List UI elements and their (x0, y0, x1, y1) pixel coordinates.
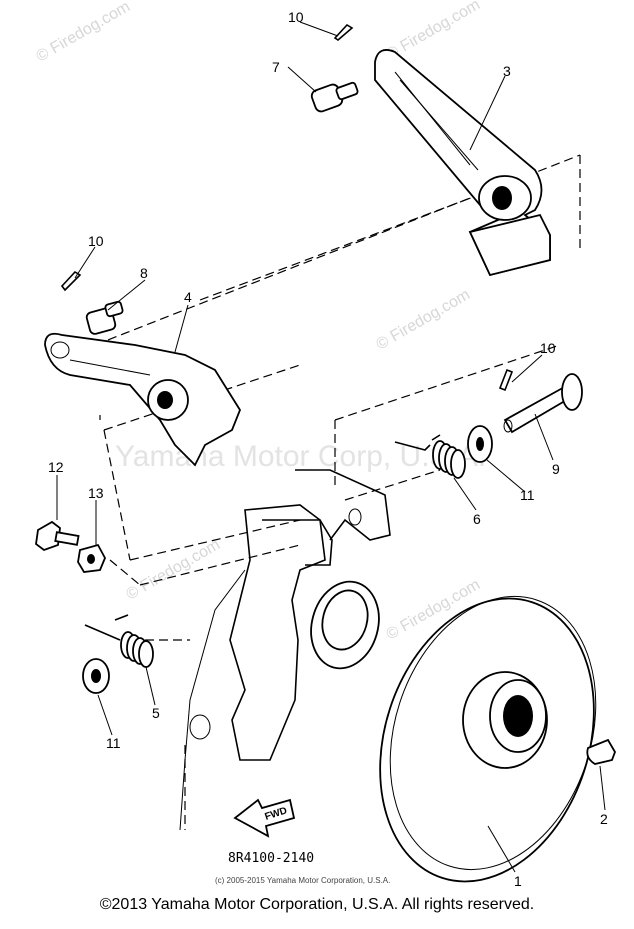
callout-6: 6 (473, 511, 481, 527)
callout-13: 13 (88, 485, 104, 501)
spring-part-5 (84, 614, 154, 668)
callout-3: 3 (503, 63, 511, 79)
shaft-part-9 (503, 373, 583, 434)
callout-7: 7 (272, 59, 280, 75)
callout-11: 11 (520, 487, 535, 503)
watermark-yamaha: Yamaha Motor Corp, U.S.A. (115, 440, 486, 473)
forward-arrow: FWD (233, 798, 296, 838)
callout-9: 9 (552, 461, 560, 477)
leader-lines (56, 21, 606, 873)
lever-arm-part-3 (374, 49, 551, 277)
watermark-firedog: © Firedog.com (124, 536, 224, 603)
diagram-part-number: 8R4100-2140 (228, 851, 314, 866)
callout-12: 12 (48, 459, 64, 475)
watermark-firedog: © Firedog.com (374, 286, 474, 353)
pivot-pin-part-7 (310, 81, 359, 113)
secondary-sheave-part-1 (379, 595, 597, 883)
callout-10: 10 (88, 233, 104, 249)
callout-8: 8 (140, 265, 148, 281)
bolt-part-12 (35, 520, 80, 552)
callout-11: 11 (106, 735, 121, 751)
copyright-footer: ©2013 Yamaha Motor Corporation, U.S.A. A… (99, 896, 535, 913)
key-part-2 (586, 738, 616, 765)
callout-2: 2 (600, 811, 608, 827)
small-copyright: (c) 2005-2015 Yamaha Motor Corporation, … (215, 876, 390, 885)
lever-arm-part-4 (44, 332, 242, 467)
callout-4: 4 (184, 289, 192, 305)
callout-labels: 1 2 3 4 5 6 7 8 9 10 10 10 11 11 12 13 (48, 9, 608, 889)
nut-part-13 (77, 543, 106, 573)
sheave-housing (179, 469, 391, 831)
callout-10: 10 (540, 340, 556, 356)
callout-1: 1 (514, 873, 522, 889)
spring-part-6 (394, 434, 466, 479)
callout-10: 10 (288, 9, 304, 25)
cotter-pin-part-10 (60, 23, 514, 392)
callout-5: 5 (152, 705, 160, 721)
pivot-pin-part-8 (85, 300, 124, 335)
watermark-firedog: © Firedog.com (34, 0, 134, 65)
washer-part-11 (82, 425, 493, 694)
